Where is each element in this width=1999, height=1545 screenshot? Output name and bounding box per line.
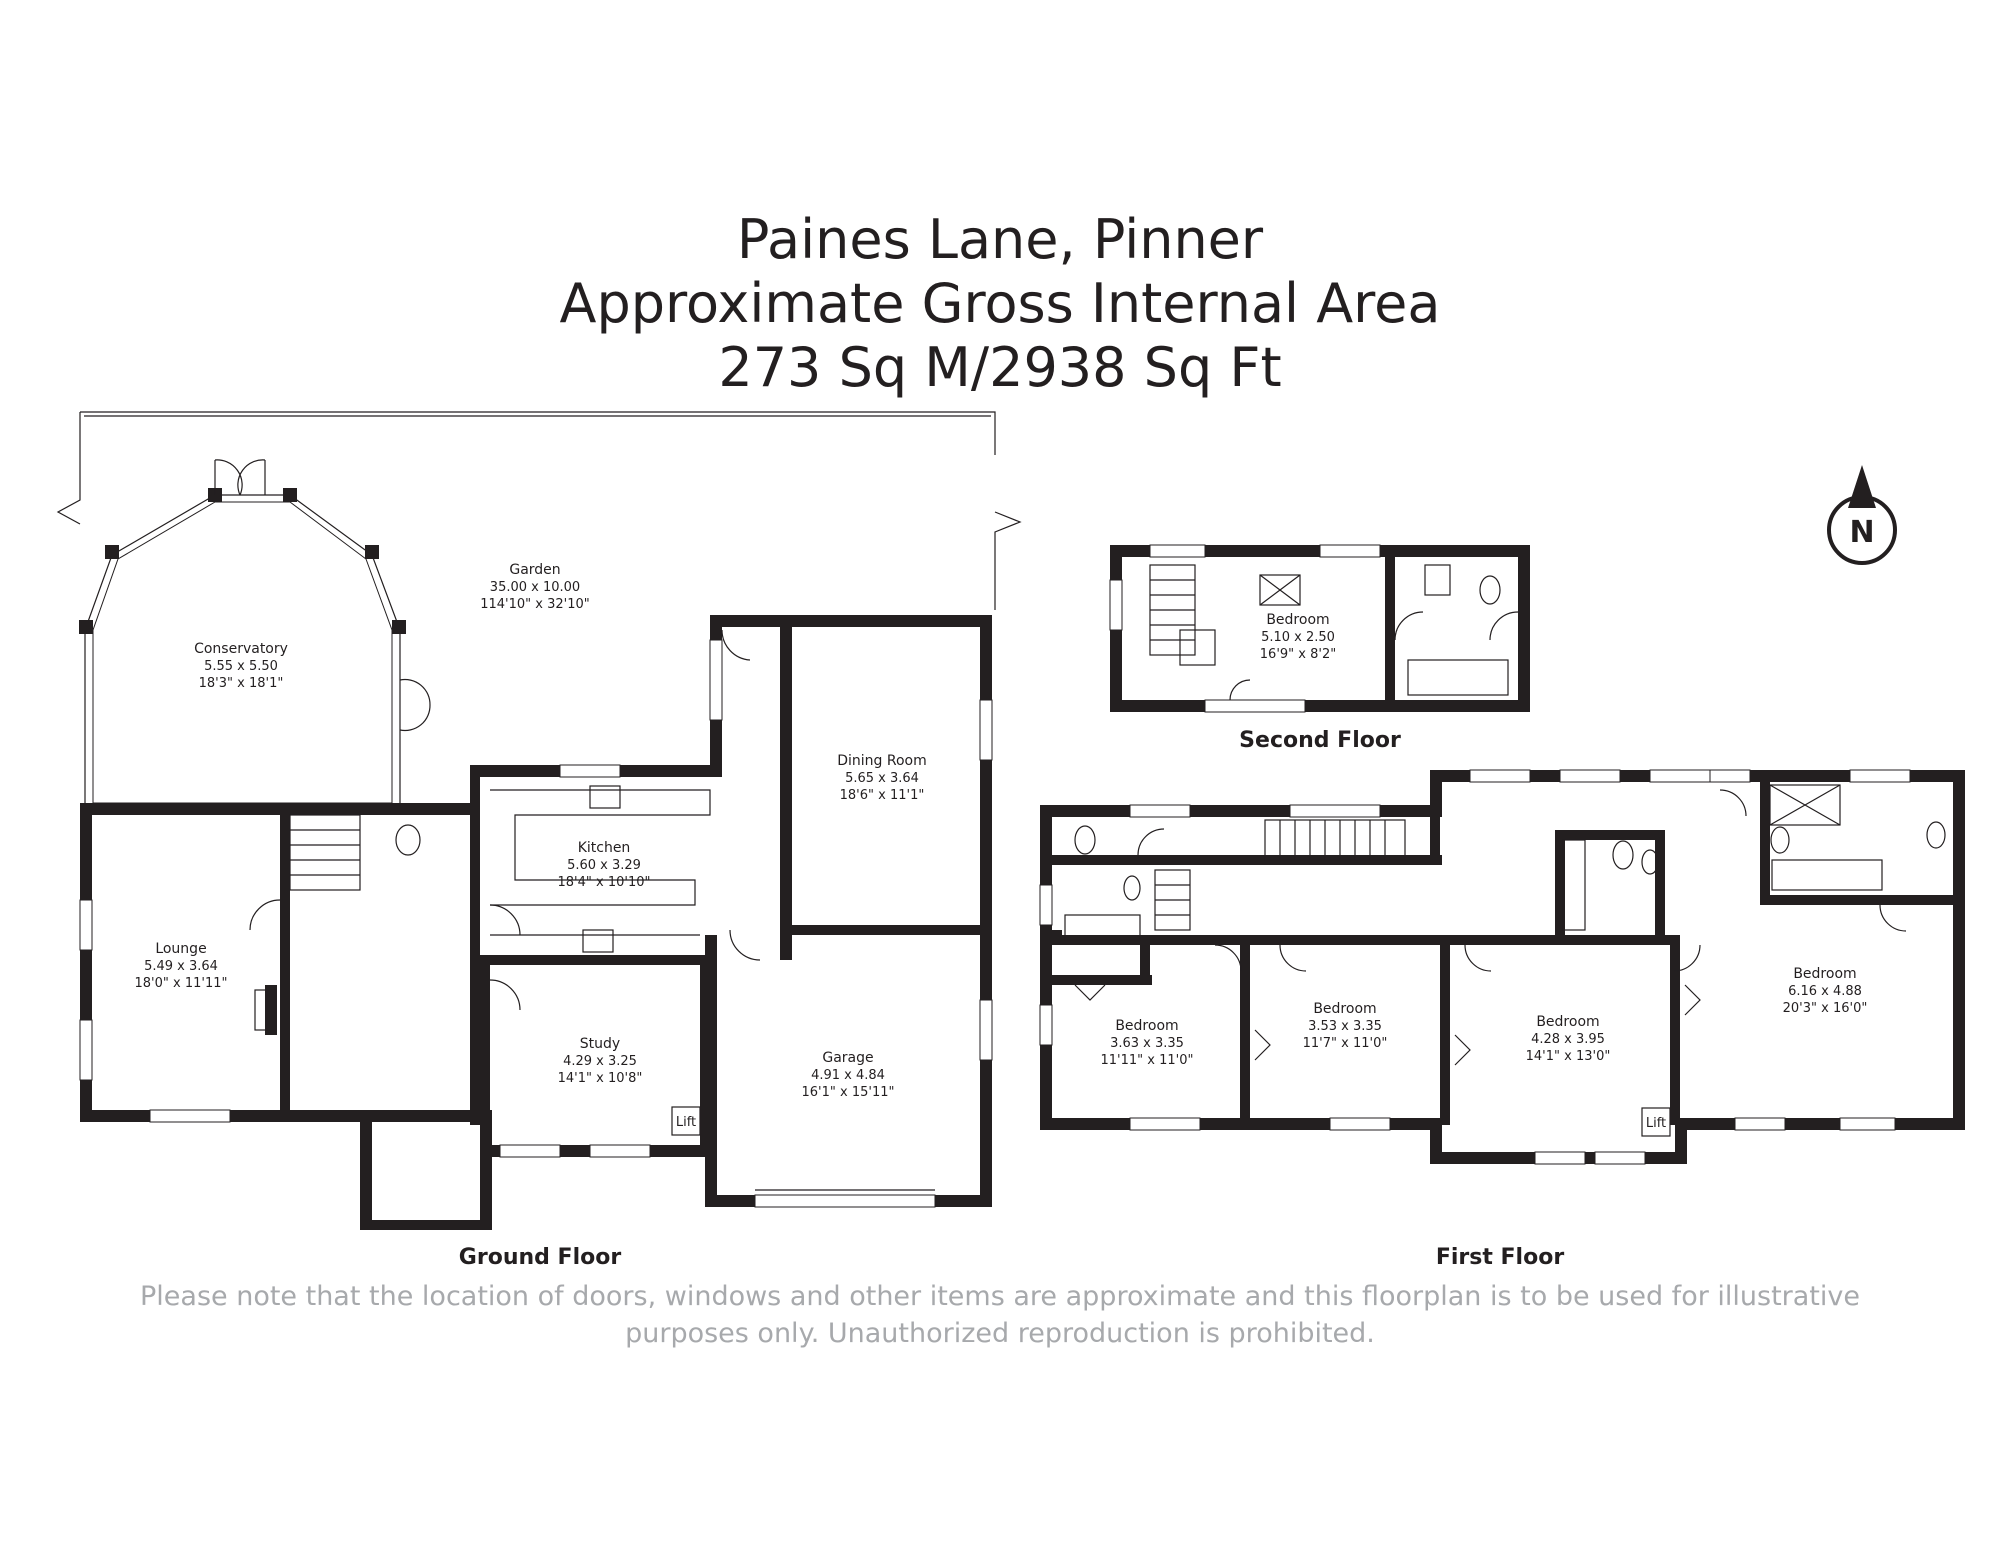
title-address: Paines Lane, Pinner	[737, 208, 1264, 271]
header: Paines Lane, Pinner Approximate Gross In…	[560, 208, 1441, 399]
ground-floor-label: Ground Floor	[459, 1245, 622, 1270]
room-name: Lounge	[155, 941, 206, 957]
room-second-floor-bedroom: Bedroom 5.10 x 2.50 16'9" x 8'2"	[1260, 612, 1336, 662]
room-metric: 3.53 x 3.35	[1308, 1019, 1382, 1034]
room-metric: 4.29 x 3.25	[563, 1054, 637, 1069]
room-garage: Garage 4.91 x 4.84 16'1" x 15'11"	[802, 1050, 895, 1100]
room-imperial: 11'11" x 11'0"	[1101, 1053, 1194, 1068]
ground-floor-plan: Lift	[56, 411, 1022, 1230]
room-imperial: 16'9" x 8'2"	[1260, 647, 1336, 662]
second-floor-plan	[1109, 544, 1530, 713]
room-imperial: 14'1" x 13'0"	[1526, 1049, 1611, 1064]
room-kitchen: Kitchen 5.60 x 3.29 18'4" x 10'10"	[558, 840, 651, 890]
first-lift-label: Lift	[1646, 1116, 1666, 1131]
room-imperial: 11'7" x 11'0"	[1303, 1036, 1388, 1051]
room-imperial: 18'3" x 18'1"	[199, 676, 284, 691]
room-first-floor-bedroom-3: Bedroom 4.28 x 3.95 14'1" x 13'0"	[1526, 1014, 1611, 1064]
room-imperial: 18'6" x 11'1"	[840, 788, 925, 803]
room-metric: 5.49 x 3.64	[144, 959, 218, 974]
disclaimer-line-2: purposes only. Unauthorized reproduction…	[625, 1318, 1375, 1349]
second-floor-label: Second Floor	[1239, 728, 1401, 753]
room-name: Bedroom	[1313, 1001, 1376, 1017]
room-imperial: 14'1" x 10'8"	[558, 1071, 643, 1086]
room-imperial: 114'10" x 32'10"	[480, 597, 590, 612]
room-conservatory: Conservatory 5.55 x 5.50 18'3" x 18'1"	[194, 641, 288, 691]
room-name: Conservatory	[194, 641, 288, 657]
compass-letter: N	[1849, 515, 1874, 550]
room-name: Dining Room	[837, 753, 927, 769]
room-imperial: 18'4" x 10'10"	[558, 875, 651, 890]
ground-lift-label: Lift	[676, 1115, 696, 1130]
room-name: Bedroom	[1115, 1018, 1178, 1034]
room-lounge: Lounge 5.49 x 3.64 18'0" x 11'11"	[135, 941, 228, 991]
garden-boundary	[56, 411, 1022, 610]
room-name: Bedroom	[1266, 612, 1329, 628]
room-name: Kitchen	[578, 840, 631, 856]
room-first-floor-bedroom-1: Bedroom 3.63 x 3.35 11'11" x 11'0"	[1101, 1018, 1194, 1068]
room-metric: 5.10 x 2.50	[1261, 630, 1335, 645]
room-metric: 5.55 x 5.50	[204, 659, 278, 674]
disclaimer-line-1: Please note that the location of doors, …	[140, 1281, 1860, 1312]
room-metric: 5.60 x 3.29	[567, 858, 641, 873]
room-metric: 5.65 x 3.64	[845, 771, 919, 786]
room-imperial: 18'0" x 11'11"	[135, 976, 228, 991]
room-metric: 3.63 x 3.35	[1110, 1036, 1184, 1051]
first-floor-plan: Lift	[1039, 769, 1965, 1165]
first-floor-label: First Floor	[1436, 1245, 1564, 1270]
room-name: Garage	[822, 1050, 873, 1066]
title-area-value: 273 Sq M/2938 Sq Ft	[718, 336, 1281, 399]
disclaimer: Please note that the location of doors, …	[140, 1281, 1860, 1349]
room-name: Bedroom	[1793, 966, 1856, 982]
room-first-floor-bedroom-4: Bedroom 6.16 x 4.88 20'3" x 16'0"	[1783, 966, 1868, 1016]
room-first-floor-bedroom-2: Bedroom 3.53 x 3.35 11'7" x 11'0"	[1303, 1001, 1388, 1051]
title-area-caption: Approximate Gross Internal Area	[560, 272, 1441, 335]
room-name: Bedroom	[1536, 1014, 1599, 1030]
room-imperial: 16'1" x 15'11"	[802, 1085, 895, 1100]
room-dining-room: Dining Room 5.65 x 3.64 18'6" x 11'1"	[837, 753, 927, 803]
room-imperial: 20'3" x 16'0"	[1783, 1001, 1868, 1016]
north-arrow-icon: N	[1827, 465, 1897, 565]
room-garden: Garden 35.00 x 10.00 114'10" x 32'10"	[480, 562, 590, 612]
room-metric: 35.00 x 10.00	[490, 580, 580, 595]
room-metric: 4.91 x 4.84	[811, 1068, 885, 1083]
room-study: Study 4.29 x 3.25 14'1" x 10'8"	[558, 1036, 643, 1086]
room-name: Garden	[509, 562, 560, 578]
room-metric: 4.28 x 3.95	[1531, 1032, 1605, 1047]
room-name: Study	[580, 1036, 620, 1052]
room-metric: 6.16 x 4.88	[1788, 984, 1862, 999]
